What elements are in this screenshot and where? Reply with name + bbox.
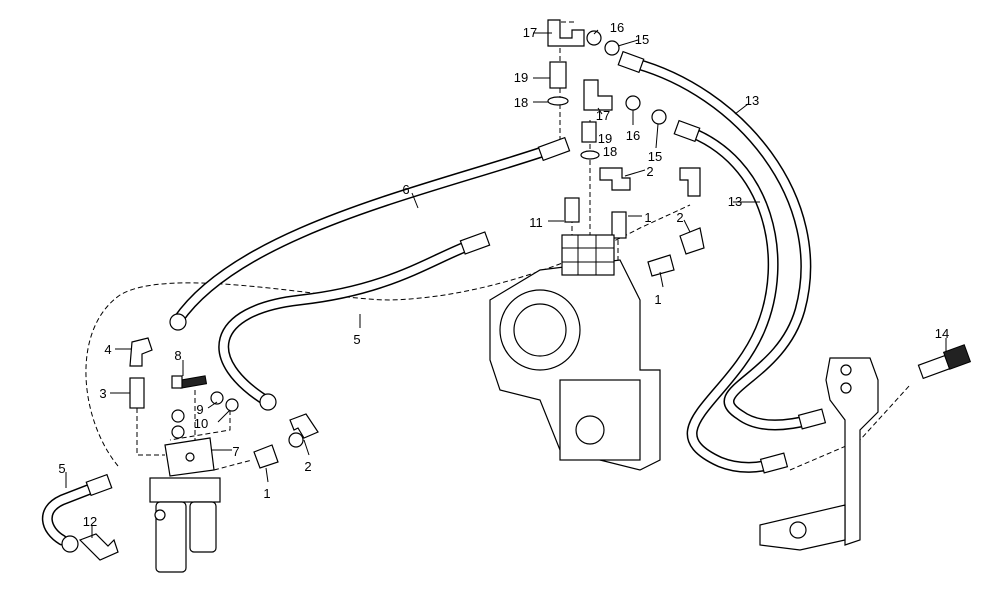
bolt-8 [178,375,208,389]
gearbox-flange-inner [513,303,567,357]
elbow-17-top [547,19,585,47]
callout-label: 10 [194,416,208,431]
dashed-routing-line [136,408,165,456]
adapter-19-top [549,61,567,89]
hose-end-fitting [759,452,789,474]
nut-15-mid [651,109,667,125]
hose-end-nut [169,313,187,331]
coupling-14-knurl [942,344,972,370]
dashed-routing-line [85,204,691,467]
hose-end-fitting [673,119,701,143]
callout-label: 2 [676,210,683,225]
callout-label: 13 [745,93,759,108]
frame-hole [789,521,807,539]
adapter-3 [129,377,145,409]
nut-10 [225,398,239,412]
bracket-hole [840,364,852,376]
washer-18-top [547,96,569,106]
hose-6-core [174,146,552,324]
callout-label: 1 [263,486,270,501]
callout-label: 7 [232,444,239,459]
callout-label: 13 [728,194,742,209]
callout-label: 14 [935,326,949,341]
callout-label: 2 [646,164,653,179]
hose-6 [172,144,554,326]
hose-end-fitting [537,136,571,162]
gearbox-output-gear [575,415,605,445]
callout-label: 1 [644,210,651,225]
hose-5 [218,239,476,408]
callout-label: 9 [196,402,203,417]
callout-label: 17 [523,25,537,40]
hose-5-lower-core [43,482,102,544]
cap-16-mid [625,95,641,111]
washer-18-mid [580,150,600,160]
bolt-8-head [171,375,183,389]
callout-label: 5 [58,461,65,476]
cap-16-top [586,30,602,46]
mounting-bracket [825,357,879,546]
elbow-2-left [289,413,319,439]
callout-label: 6 [402,182,409,197]
callout-label: 1 [654,292,661,307]
dashed-routing-line [213,459,253,471]
callout-label: 19 [598,131,612,146]
hose-end-nut [259,393,277,411]
adapter-1-side [647,254,675,277]
washer-9 [171,409,185,423]
elbow-12 [78,533,119,561]
elbow-2-right [679,167,701,197]
filter-canister-right [189,501,217,553]
adapter-1-left [253,444,279,469]
callout-label: 5 [353,332,360,347]
callout-label: 17 [596,108,610,123]
callout-label: 4 [104,342,111,357]
valve-block [561,234,615,276]
elbow-4 [129,337,153,367]
hose-end-fitting [797,408,827,430]
hose-13-inner-core [681,126,779,472]
callout-label: 18 [603,144,617,159]
bracket-hole [840,382,852,394]
adapter-1-upper [611,211,627,239]
hose-5-core [219,241,474,406]
callout-label: 3 [99,386,106,401]
hose-end-fitting [617,50,645,74]
callout-label: 11 [529,215,543,230]
elbow-2-top [599,167,631,191]
callout-label: 18 [514,95,528,110]
dashed-routing-line [559,21,574,150]
washer-10 [171,425,185,439]
adapter-19-mid [581,121,597,143]
dashed-routing-line [169,410,231,441]
callout-label: 19 [514,70,528,85]
callout-label: 15 [635,32,649,47]
adapter-11 [564,197,580,223]
callout-label: 8 [174,348,181,363]
elbow-17-mid [583,79,613,111]
hose-end-fitting [85,473,113,497]
filter-head [149,477,221,503]
hose-end-fitting [459,231,491,255]
leader-lines [65,29,947,538]
nut-15-top [604,40,620,56]
callout-label: 15 [648,149,662,164]
callout-label: 2 [304,459,311,474]
callout-label: 16 [610,20,624,35]
callout-label: 12 [83,514,97,529]
coupling-14 [917,354,951,380]
nut-9 [210,391,224,405]
hose-13-outer-core [626,58,814,429]
elbow-2-side [679,227,705,255]
filter-canister-left [155,501,187,573]
callout-label: 16 [626,128,640,143]
